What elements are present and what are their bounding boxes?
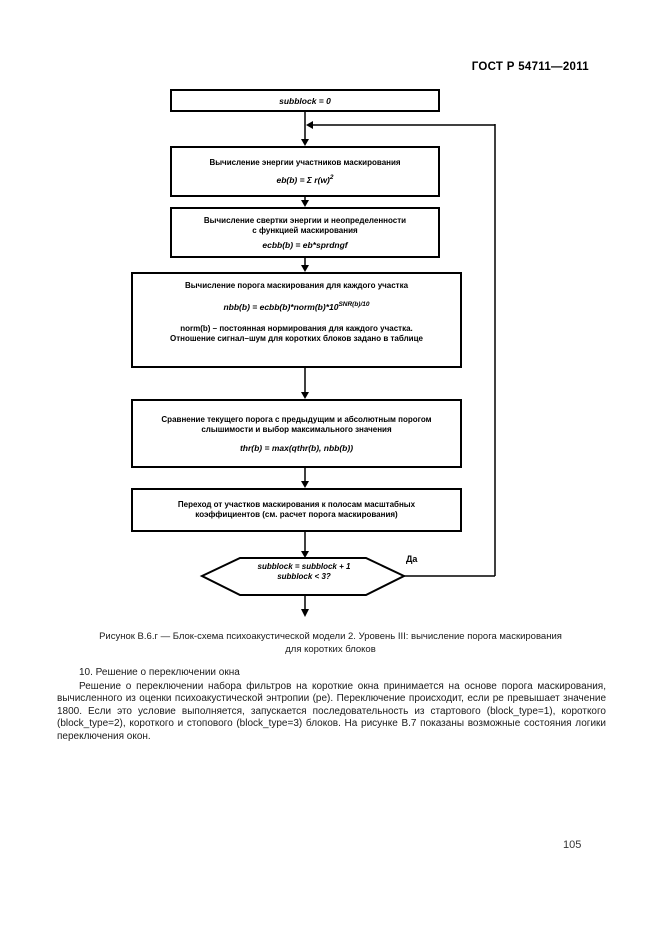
flowchart-connectors (199, 112, 496, 617)
flow-step-threshold-title: Вычисление порога маскирования для каждо… (184, 281, 409, 290)
decision-label: subblock = subblock + 1 subblock < 3? (257, 562, 351, 581)
section-heading: 10. Решение о переключении окна (79, 667, 240, 678)
flow-step-convolution-formula: ecbb(b) = eb*sprdngf (262, 239, 348, 250)
standard-number-header: ГОСТ Р 54711—2011 (471, 61, 589, 73)
flow-step-convolution: Вычисление свертки энергии и неопределен… (170, 207, 440, 258)
flow-step-energy-formula: eb(b) = Σ r(w)2 (276, 174, 334, 185)
flow-step-energy-title: Вычисление энергии участников маскирован… (209, 158, 401, 168)
page-number: 105 (563, 839, 582, 851)
flow-step-compare-thresholds: Сравнение текущего порога с предыдущим и… (131, 399, 462, 468)
flow-step-threshold-computation: Вычисление порога маскирования для каждо… (131, 272, 462, 368)
flow-step-compare-formula: thr(b) = max(qthr(b), nbb(b)) (239, 442, 354, 453)
flow-step-subblock-init-label: subblock = 0 (279, 95, 331, 106)
flow-step-convolution-title: Вычисление свертки энергии и неопределен… (203, 215, 407, 235)
body-section: 10. Решение о переключении окна Решение … (57, 667, 606, 743)
flow-step-band-mapping: Переход от участков маскирования к полос… (131, 488, 462, 532)
flow-step-threshold-note: norm(b) – постоянная нормирования для ка… (170, 323, 423, 343)
section-paragraph: Решение о переключении набора фильтров н… (57, 680, 606, 742)
flow-step-subblock-init: subblock = 0 (170, 89, 440, 112)
flow-step-threshold-formula: nbb(b) = ecbb(b)*norm(b)*10SNR(b)/10 (223, 301, 370, 312)
flow-step-energy-computation: Вычисление энергии участников маскирован… (170, 146, 440, 197)
figure-caption: Рисунок В.6.г — Блок-схема психоакустиче… (99, 631, 562, 655)
decision-yes-label: Да (406, 554, 418, 564)
flow-step-band-mapping-label: Переход от участков маскирования к полос… (177, 500, 416, 519)
flow-step-compare-title: Сравнение текущего порога с предыдущим и… (161, 414, 432, 434)
